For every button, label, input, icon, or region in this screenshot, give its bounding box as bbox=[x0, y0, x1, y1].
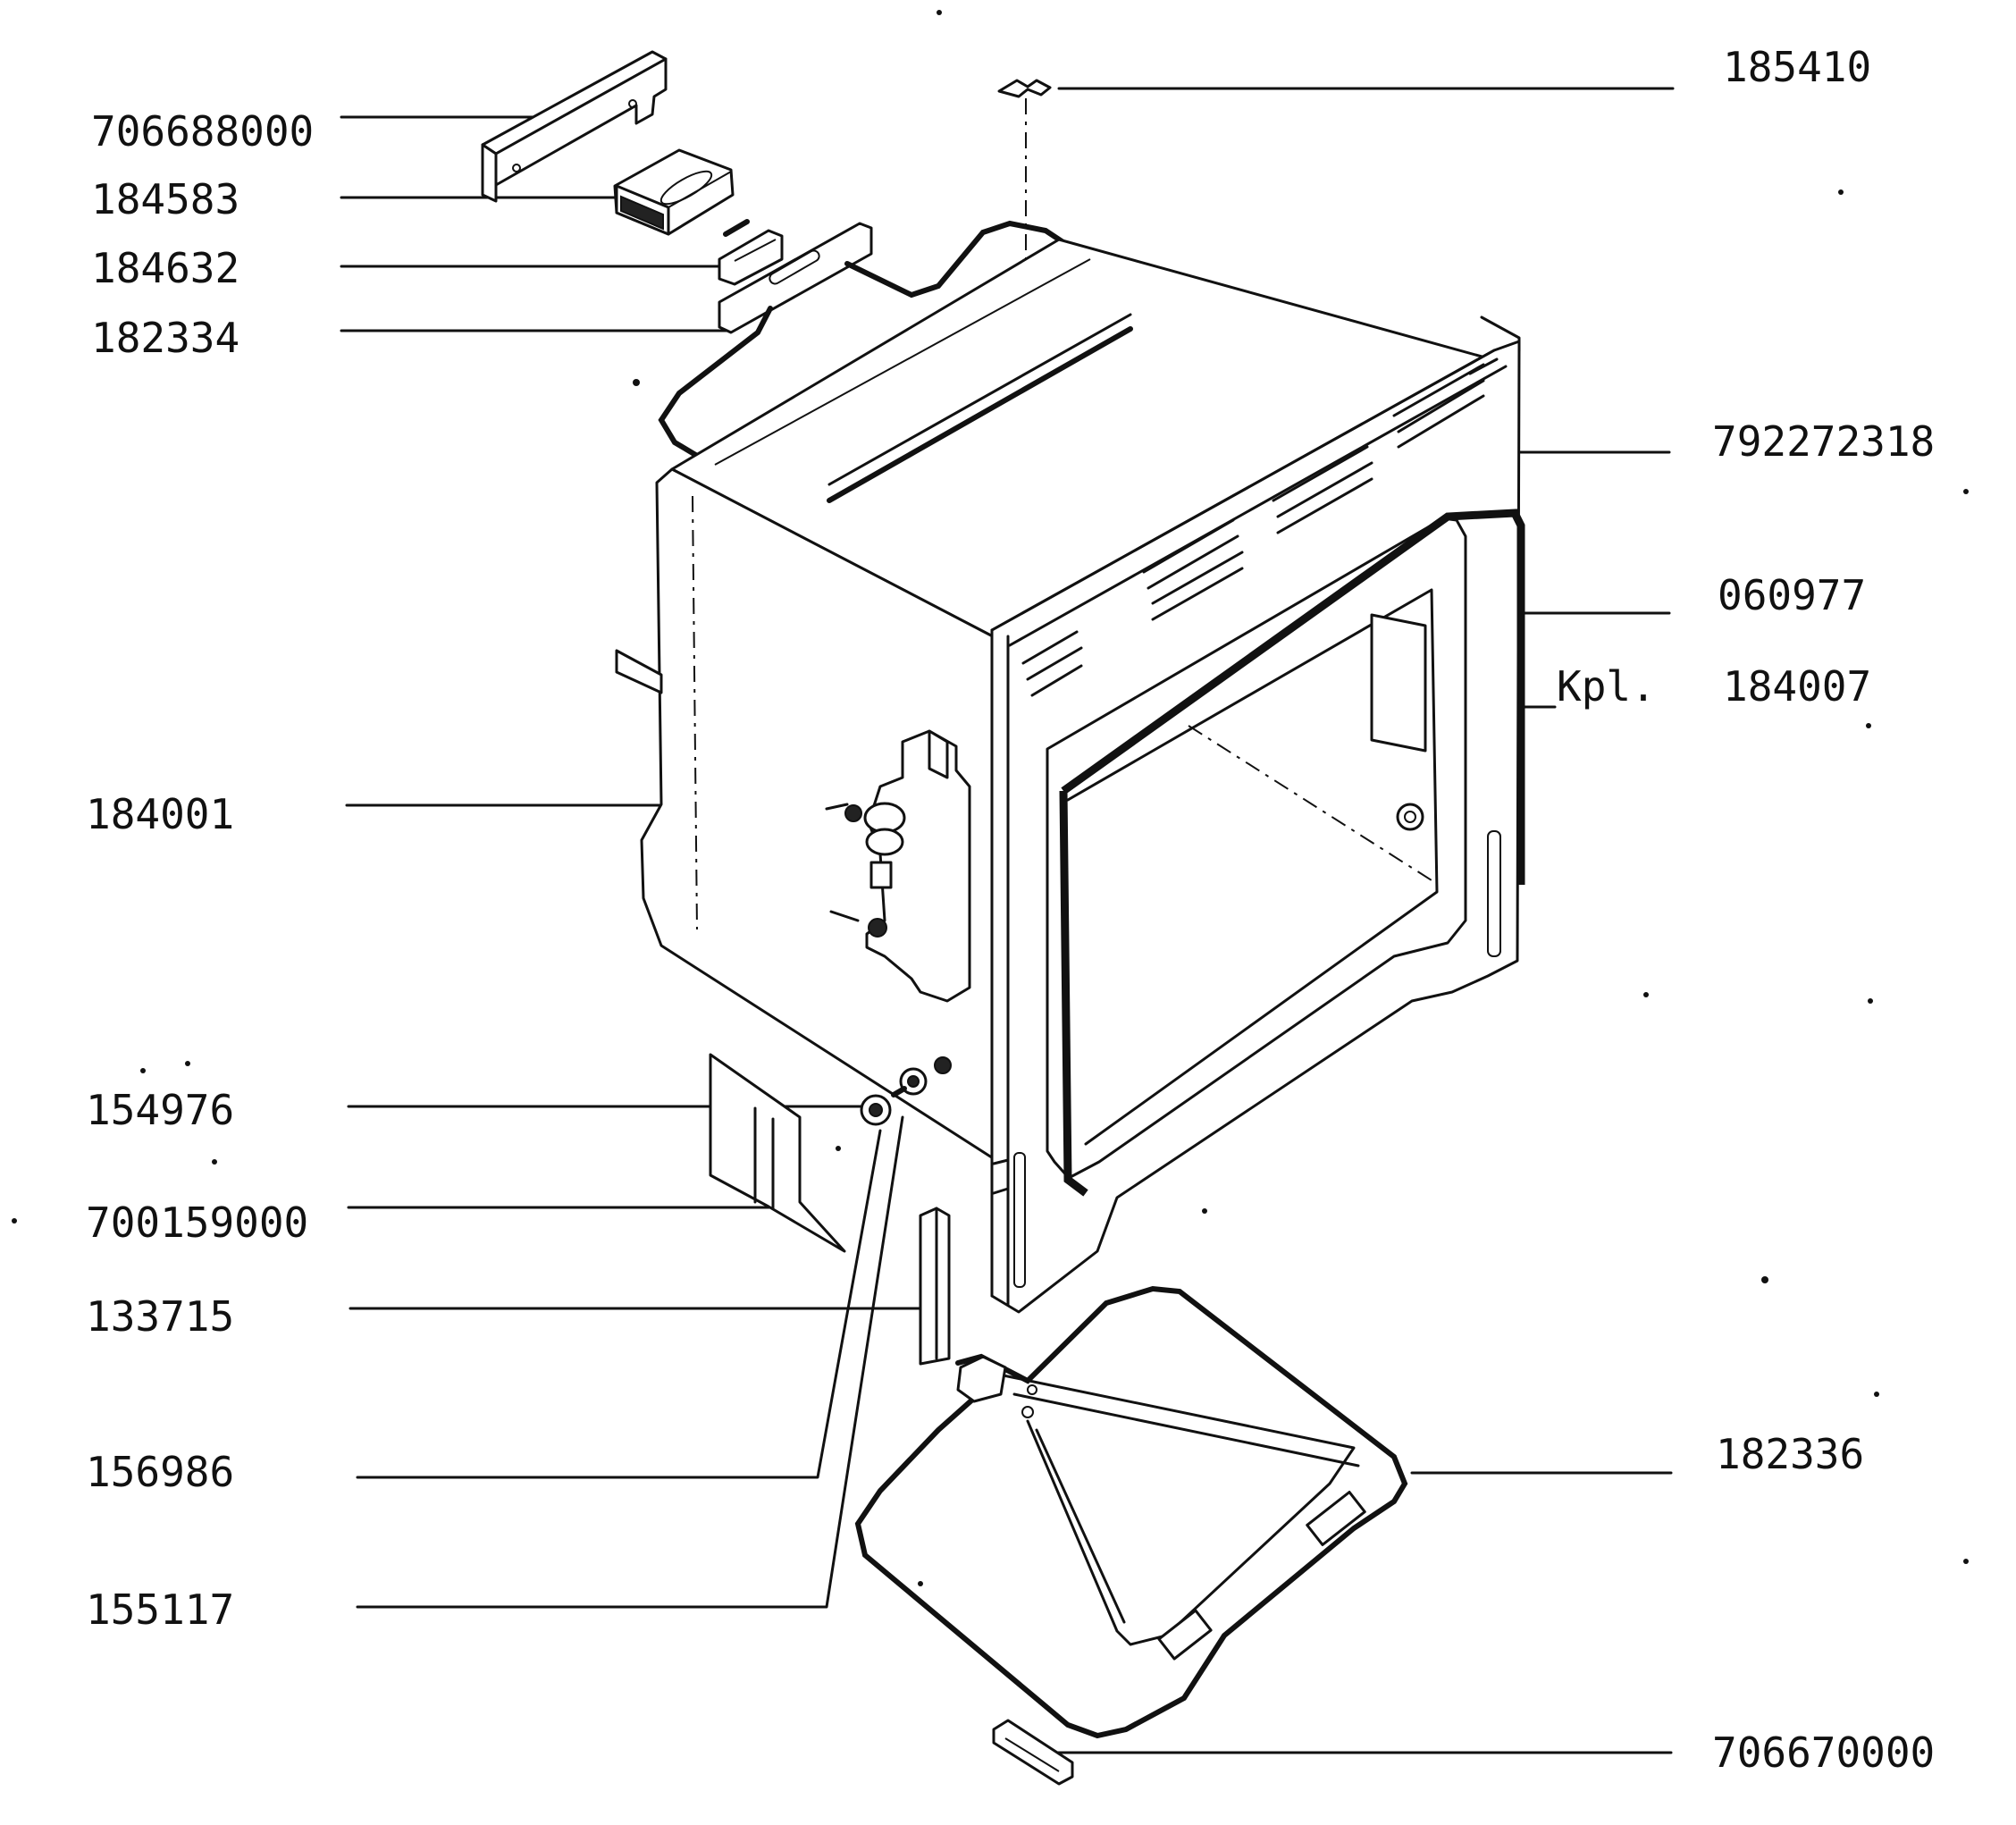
oven-cavity bbox=[640, 238, 1521, 1314]
clip-185410 bbox=[997, 79, 1052, 98]
label-184001: 184001 bbox=[86, 790, 234, 838]
label-182336: 182336 bbox=[1716, 1430, 1864, 1478]
door-gasket-060977 bbox=[1059, 509, 1525, 1197]
vent-slots bbox=[1021, 357, 1499, 697]
fitting-154976 bbox=[860, 1056, 952, 1126]
label-133715: 133715 bbox=[86, 1292, 234, 1341]
label-060977: 060977 bbox=[1718, 571, 1866, 619]
switch-184583 bbox=[613, 148, 735, 236]
side-tab bbox=[615, 649, 663, 694]
scan-speckles bbox=[12, 10, 1969, 1586]
label-kpl: Kpl. bbox=[1557, 662, 1656, 711]
plate-182334 bbox=[718, 222, 873, 334]
strip-133715 bbox=[919, 1207, 951, 1366]
bottom-heating-element-182336 bbox=[854, 1285, 1408, 1739]
label-700159000: 700159000 bbox=[86, 1198, 308, 1247]
thermostat-switch-184001 bbox=[825, 729, 971, 1003]
label-184583: 184583 bbox=[91, 175, 239, 223]
label-155117: 155117 bbox=[86, 1585, 234, 1634]
label-706670000: 706670000 bbox=[1712, 1728, 1935, 1777]
label-156986: 156986 bbox=[86, 1448, 234, 1496]
label-154976: 154976 bbox=[86, 1086, 234, 1134]
clip-706670000 bbox=[992, 1719, 1074, 1786]
connector-184632 bbox=[718, 219, 784, 286]
top-bracket-706688000 bbox=[481, 50, 668, 203]
label-184632: 184632 bbox=[91, 244, 239, 292]
label-185410: 185410 bbox=[1723, 43, 1871, 91]
label-182334: 182334 bbox=[91, 314, 239, 362]
lamp-cover-184007 bbox=[1370, 613, 1427, 831]
label-792272318: 792272318 bbox=[1712, 417, 1935, 466]
label-706688000: 706688000 bbox=[91, 107, 314, 156]
baffle-700159000 bbox=[709, 1053, 846, 1253]
label-184007: 184007 bbox=[1723, 662, 1871, 711]
